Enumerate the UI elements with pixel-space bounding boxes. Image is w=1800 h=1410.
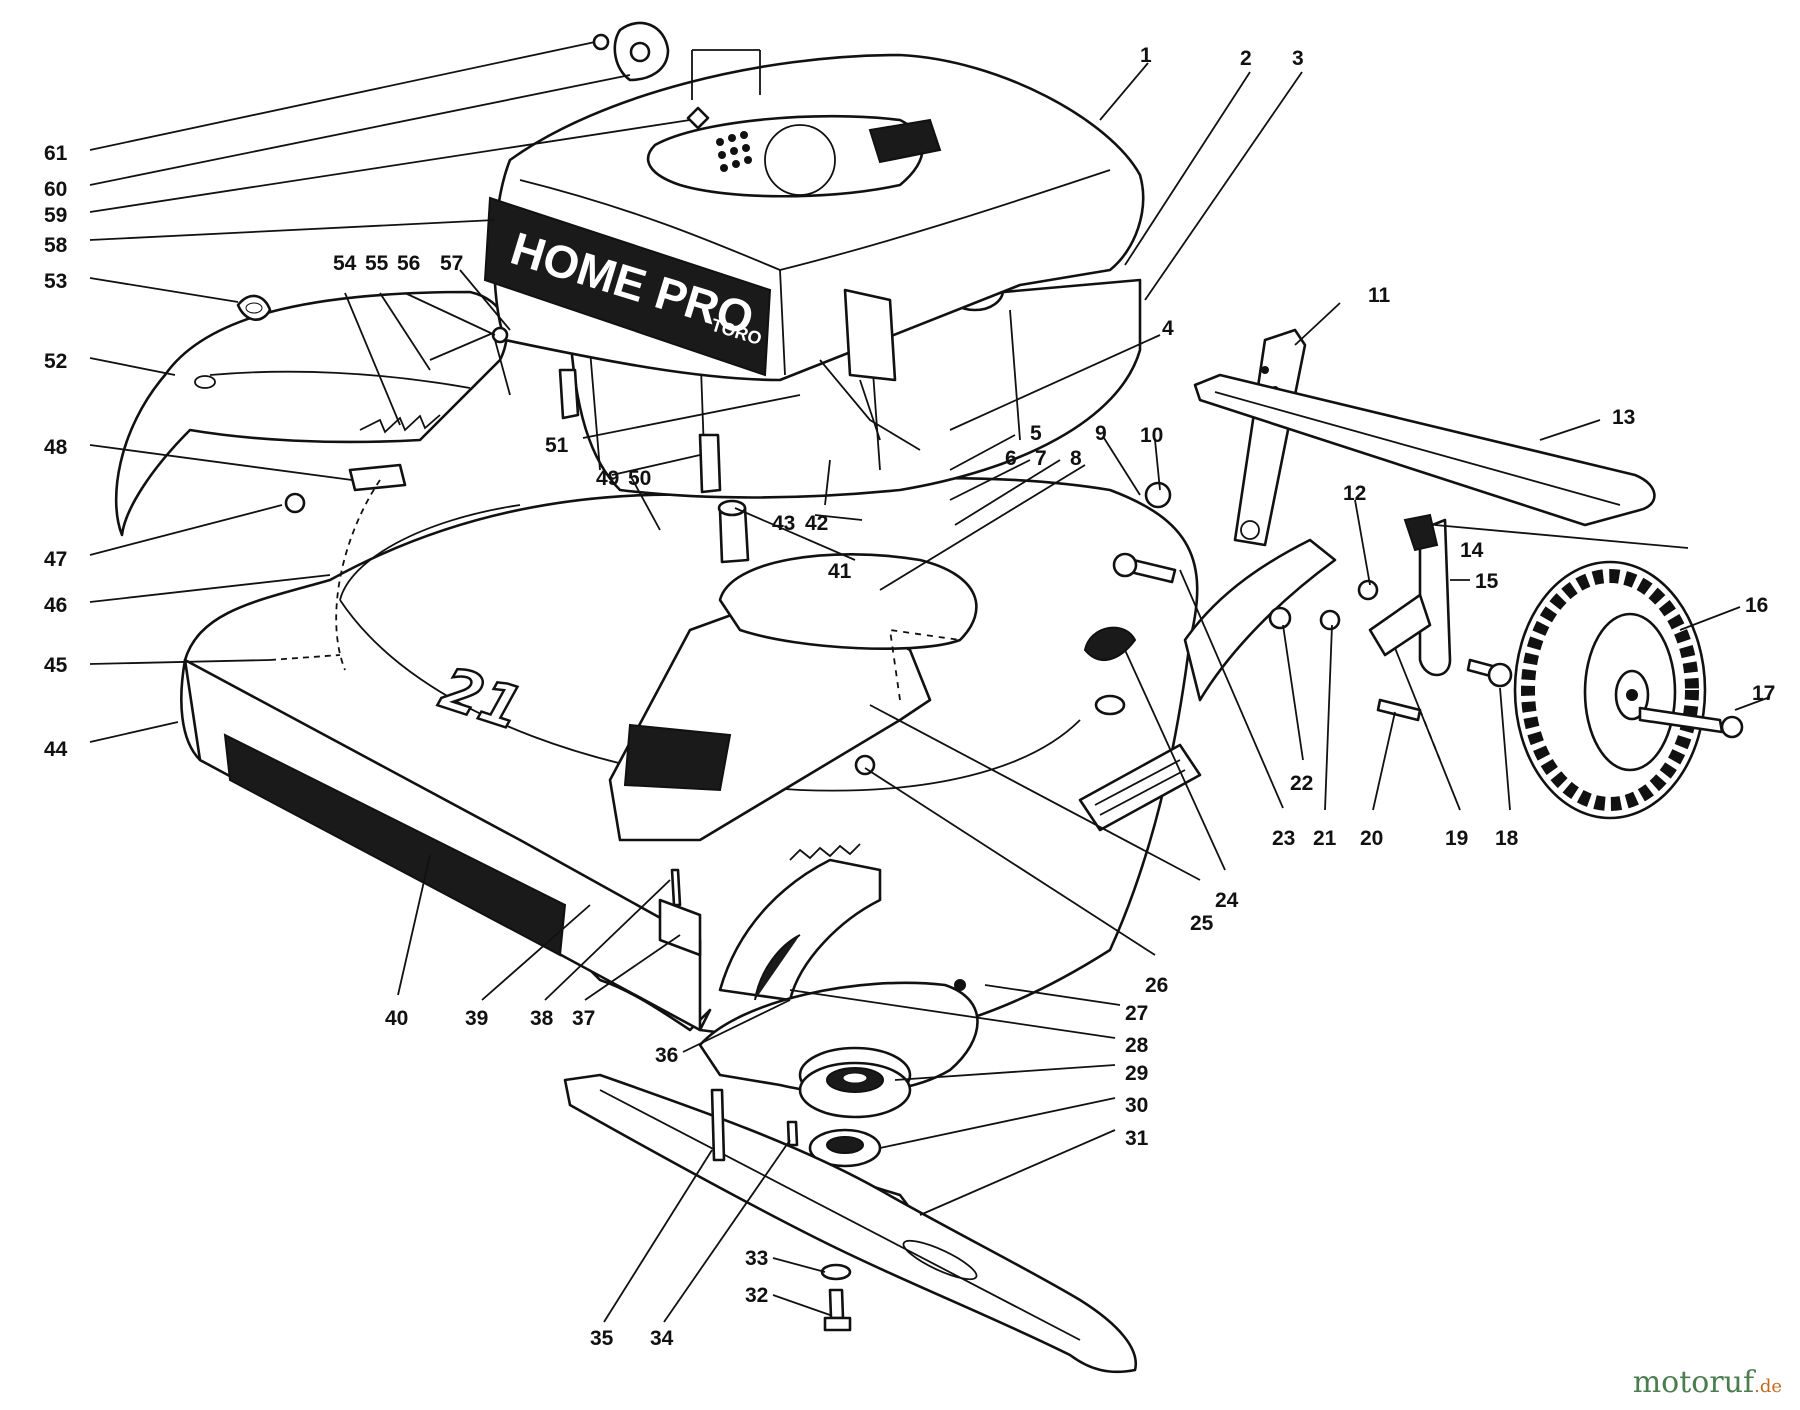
callout-60: 60 bbox=[44, 178, 67, 201]
callout-13: 13 bbox=[1612, 406, 1635, 429]
callout-33: 33 bbox=[745, 1247, 768, 1270]
callout-40: 40 bbox=[385, 1007, 408, 1030]
callout-47: 47 bbox=[44, 548, 67, 571]
callout-23: 23 bbox=[1272, 827, 1295, 850]
callout-39: 39 bbox=[465, 1007, 488, 1030]
callout-8: 8 bbox=[1070, 447, 1082, 470]
height-knob bbox=[1403, 513, 1439, 552]
watermark-tld: .de bbox=[1754, 1376, 1782, 1397]
callout-37: 37 bbox=[572, 1007, 595, 1030]
callout-32: 32 bbox=[745, 1284, 768, 1307]
callout-61: 61 bbox=[44, 142, 68, 165]
grill-dots bbox=[716, 131, 752, 172]
mower-illustration: 21 HOME PRO TORO bbox=[114, 21, 1744, 1374]
callout-28: 28 bbox=[1125, 1034, 1149, 1057]
callout-50: 50 bbox=[628, 467, 651, 490]
engine-mount-bolts bbox=[558, 368, 750, 564]
callout-53: 53 bbox=[44, 270, 67, 293]
callout-34: 34 bbox=[650, 1327, 674, 1350]
pivot-arm bbox=[1368, 593, 1432, 657]
callout-35: 35 bbox=[590, 1327, 614, 1350]
callout-58: 58 bbox=[44, 234, 68, 257]
callout-24: 24 bbox=[1215, 889, 1239, 912]
leader-lines bbox=[89, 41, 1771, 1323]
callout-12: 12 bbox=[1343, 482, 1366, 505]
callout-44: 44 bbox=[44, 738, 68, 761]
callout-15: 15 bbox=[1475, 570, 1499, 593]
callout-55: 55 bbox=[365, 252, 389, 275]
callout-48: 48 bbox=[44, 436, 68, 459]
callout-54: 54 bbox=[333, 252, 357, 275]
mower-blade bbox=[563, 1073, 1138, 1374]
callout-6: 6 bbox=[1005, 447, 1017, 470]
callout-2: 2 bbox=[1240, 47, 1252, 70]
callout-9: 9 bbox=[1095, 422, 1107, 445]
callout-14: 14 bbox=[1460, 539, 1484, 562]
callout-30: 30 bbox=[1125, 1094, 1148, 1117]
watermark-brand: motoruf bbox=[1632, 1365, 1755, 1400]
callout-4: 4 bbox=[1162, 317, 1174, 340]
callout-labels: 1 2 3 4 5 6 7 8 9 10 11 12 13 14 15 16 1… bbox=[44, 44, 1775, 1350]
callout-16: 16 bbox=[1745, 594, 1768, 617]
callout-22: 22 bbox=[1290, 772, 1313, 795]
watermark: motoruf.de bbox=[1633, 1365, 1782, 1400]
callout-10: 10 bbox=[1140, 424, 1163, 447]
callout-19: 19 bbox=[1445, 827, 1468, 850]
callout-57: 57 bbox=[440, 252, 463, 275]
rear-wheel bbox=[1513, 560, 1707, 820]
callout-29: 29 bbox=[1125, 1062, 1148, 1085]
callout-20: 20 bbox=[1360, 827, 1383, 850]
pulley bbox=[798, 1046, 912, 1119]
callout-18: 18 bbox=[1495, 827, 1519, 850]
callout-52: 52 bbox=[44, 350, 67, 373]
callout-41: 41 bbox=[828, 560, 852, 583]
callout-31: 31 bbox=[1125, 1127, 1149, 1150]
spring bbox=[789, 843, 861, 861]
callout-56: 56 bbox=[397, 252, 420, 275]
callout-59: 59 bbox=[44, 204, 67, 227]
callout-46: 46 bbox=[44, 594, 67, 617]
callout-49: 49 bbox=[596, 467, 619, 490]
callout-51: 51 bbox=[545, 434, 569, 457]
callout-17: 17 bbox=[1752, 682, 1775, 705]
rear-door bbox=[114, 290, 508, 537]
blade-adapter bbox=[808, 1128, 882, 1168]
callout-5: 5 bbox=[1030, 422, 1042, 445]
callout-45: 45 bbox=[44, 654, 68, 677]
height-plate bbox=[1418, 518, 1452, 677]
callout-1: 1 bbox=[1140, 44, 1152, 67]
callout-21: 21 bbox=[1313, 827, 1337, 850]
deck-plug bbox=[1083, 626, 1137, 661]
callout-43: 43 bbox=[772, 512, 795, 535]
callout-25: 25 bbox=[1190, 912, 1214, 935]
top-hardware bbox=[236, 21, 761, 514]
callout-27: 27 bbox=[1125, 1002, 1148, 1025]
hardware-small bbox=[1112, 481, 1513, 722]
callout-38: 38 bbox=[530, 1007, 554, 1030]
callout-36: 36 bbox=[655, 1044, 678, 1067]
callout-26: 26 bbox=[1145, 974, 1168, 997]
callout-3: 3 bbox=[1292, 47, 1304, 70]
handle-bracket bbox=[1233, 328, 1307, 547]
callout-11: 11 bbox=[1368, 284, 1391, 307]
callout-42: 42 bbox=[805, 512, 828, 535]
callout-7: 7 bbox=[1035, 447, 1047, 470]
side-decal bbox=[223, 733, 567, 957]
